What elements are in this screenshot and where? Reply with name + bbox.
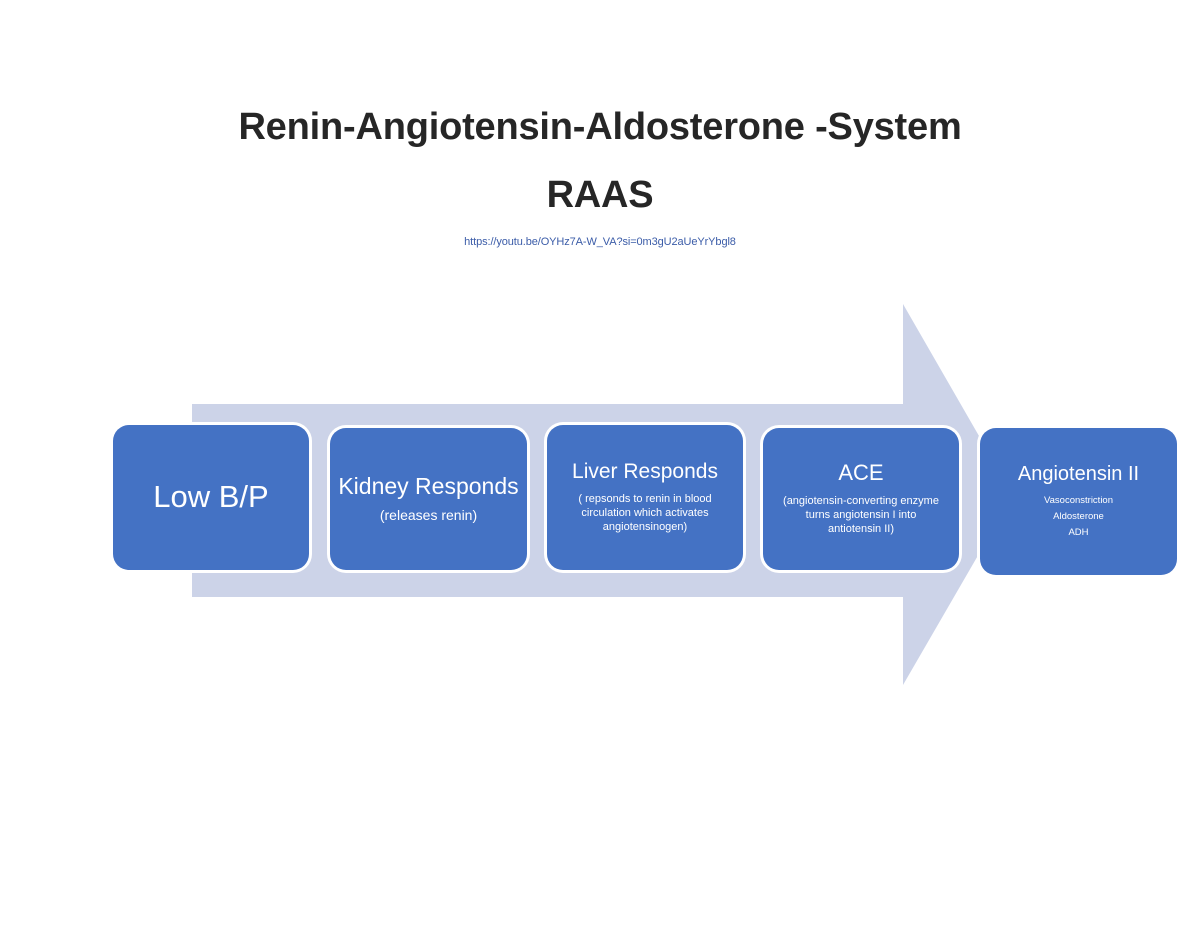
stage-title: ACE	[838, 460, 884, 486]
stage-detail: (releases renin)	[379, 506, 478, 523]
title-block: Renin-Angiotensin-Aldosterone -System RA…	[0, 108, 1200, 248]
stage-title: Kidney Responds	[338, 473, 519, 500]
page-subtitle: RAAS	[546, 174, 654, 216]
stage-title: Angiotensin II	[1017, 462, 1140, 485]
stage-detail: Vasoconstriction Aldosterone ADH	[1044, 495, 1113, 538]
stage-box-low-bp[interactable]: Low B/P	[113, 425, 309, 570]
stage-box-liver-responds[interactable]: Liver Responds ( repsonds to renin in bl…	[547, 425, 743, 570]
stage-detail: (angiotensin-converting enzyme turns ang…	[783, 494, 939, 536]
stage-detail: ( repsonds to renin in blood circulation…	[578, 492, 712, 534]
stage-title: Low B/P	[153, 479, 269, 515]
page-title: Renin-Angiotensin-Aldosterone -System	[238, 106, 962, 148]
stage-box-kidney-responds[interactable]: Kidney Responds (releases renin)	[330, 428, 527, 570]
stage-title: Liver Responds	[572, 460, 718, 484]
video-link[interactable]: https://youtu.be/OYHz7A-W_VA?si=0m3gU2aU…	[464, 236, 736, 248]
stage-box-angiotensin-ii[interactable]: Angiotensin II Vasoconstriction Aldoster…	[980, 428, 1177, 575]
stage-box-ace[interactable]: ACE (angiotensin-converting enzyme turns…	[763, 428, 959, 570]
